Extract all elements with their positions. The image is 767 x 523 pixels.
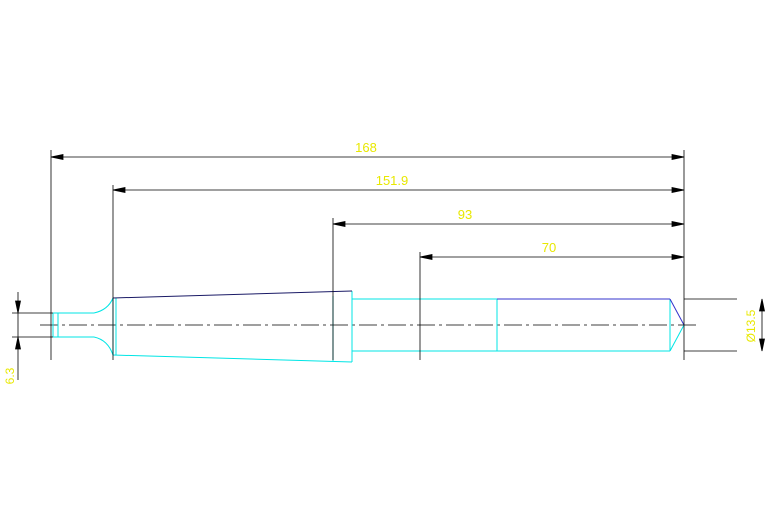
dim-large-end-diameter: Ø13.5 xyxy=(744,309,758,342)
taper-top-edge xyxy=(112,290,353,299)
fillet-top xyxy=(93,297,114,314)
dim-small-end-diameter: 6.3 xyxy=(3,367,17,384)
fillet-bottom xyxy=(93,336,114,356)
dim-overall-length: 168 xyxy=(355,140,377,155)
drawing-canvas xyxy=(0,140,767,383)
extension-lines xyxy=(12,150,737,360)
dim-taper-to-end: 151.9 xyxy=(376,173,409,188)
end-top-edge xyxy=(497,298,685,326)
dim-mid-to-end: 70 xyxy=(542,240,556,255)
dimension-lines xyxy=(15,154,765,380)
taper-bottom-edge xyxy=(112,354,353,363)
chamfer-bottom xyxy=(669,324,685,352)
dim-shoulder-to-end: 93 xyxy=(458,207,472,222)
